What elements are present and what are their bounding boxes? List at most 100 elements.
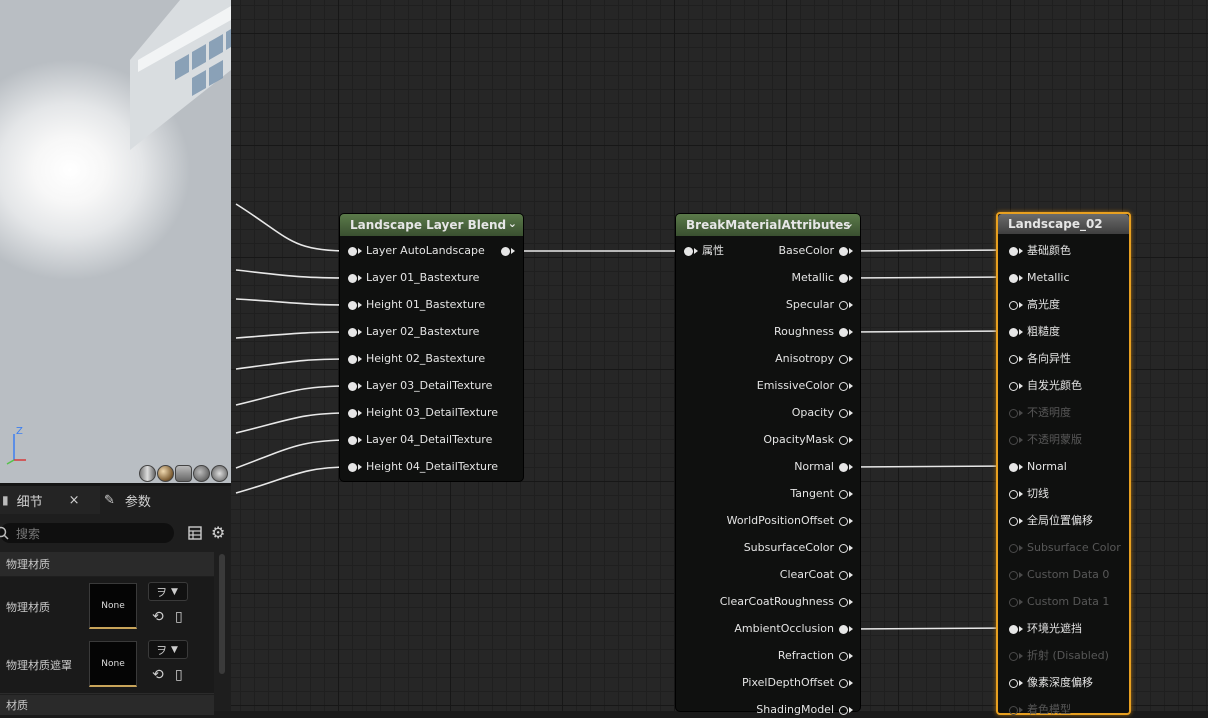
input-pin-icon[interactable] xyxy=(684,247,693,256)
output-pin-icon[interactable] xyxy=(501,247,510,256)
input-pin-icon[interactable] xyxy=(1009,409,1018,418)
section-material[interactable]: 材质 xyxy=(0,695,214,715)
output-pin-icon[interactable] xyxy=(839,247,848,256)
use-selected-icon[interactable]: ⟲ xyxy=(152,667,164,683)
output-pin-label: Metallic xyxy=(791,271,834,284)
preview-cylinder-icon[interactable] xyxy=(139,465,156,482)
input-pin-icon[interactable] xyxy=(348,409,357,418)
input-pin-label: 环境光遮挡 xyxy=(1027,622,1082,635)
chevron-down-icon[interactable]: ⌄ xyxy=(507,217,517,230)
output-pin-icon[interactable] xyxy=(839,571,848,580)
preview-sphere-icon[interactable] xyxy=(157,465,174,482)
output-pin-label: SubsurfaceColor xyxy=(743,541,834,554)
browse-asset-icon[interactable]: ▯ xyxy=(175,609,183,625)
input-pin-icon[interactable] xyxy=(348,463,357,472)
output-pin-icon[interactable] xyxy=(839,517,848,526)
input-pin-arrow-icon xyxy=(1019,248,1023,254)
node-header[interactable]: Landscape Layer Blend ⌄ xyxy=(340,214,523,236)
gear-icon[interactable]: ⚙ xyxy=(211,523,226,542)
output-pin-icon[interactable] xyxy=(839,409,848,418)
output-pin-icon[interactable] xyxy=(839,274,848,283)
input-pin-icon[interactable] xyxy=(1009,355,1018,364)
tab-details[interactable]: ▮ 细节 × xyxy=(0,486,100,514)
input-pin-icon[interactable] xyxy=(1009,517,1018,526)
input-pin-arrow-icon xyxy=(1019,653,1023,659)
details-tab-icon: ▮ xyxy=(2,493,9,507)
asset-picker-combo[interactable]: ヲ ▼ xyxy=(148,582,188,601)
output-pin-icon[interactable] xyxy=(839,625,848,634)
output-pin-icon[interactable] xyxy=(839,679,848,688)
input-pin-arrow-icon xyxy=(1019,302,1023,308)
browse-asset-icon[interactable]: ▯ xyxy=(175,667,183,683)
input-pin-label: Custom Data 0 xyxy=(1027,568,1110,581)
input-pin-icon[interactable] xyxy=(348,301,357,310)
combo-value: ヲ xyxy=(156,585,167,599)
output-pin-icon[interactable] xyxy=(839,652,848,661)
combo-value: ヲ xyxy=(156,643,167,657)
chevron-down-icon[interactable]: ⌄ xyxy=(844,217,854,230)
input-pin-label: Layer AutoLandscape xyxy=(366,244,485,257)
output-pin-label: Roughness xyxy=(773,325,834,338)
output-pin-icon[interactable] xyxy=(839,490,848,499)
output-pin-icon[interactable] xyxy=(839,544,848,553)
input-pin-icon[interactable] xyxy=(348,247,357,256)
input-pin-icon[interactable] xyxy=(1009,247,1018,256)
node-landscape-layer-blend[interactable]: Landscape Layer Blend ⌄ Layer AutoLandsc… xyxy=(340,214,523,481)
input-pin-icon[interactable] xyxy=(348,274,357,283)
input-pin-icon[interactable] xyxy=(348,436,357,445)
output-pin-label: OpacityMask xyxy=(763,433,834,446)
tab-params[interactable]: ✎ 参数 xyxy=(104,486,224,514)
input-pin-icon[interactable] xyxy=(348,355,357,364)
input-pin-icon[interactable] xyxy=(1009,463,1018,472)
output-pin-icon[interactable] xyxy=(839,463,848,472)
output-pin-label: Normal xyxy=(794,460,834,473)
input-pin-icon[interactable] xyxy=(1009,571,1018,580)
node-header[interactable]: Landscape_02 xyxy=(998,214,1129,234)
output-pin-icon[interactable] xyxy=(839,355,848,364)
search-input[interactable]: 搜索 xyxy=(0,523,174,543)
asset-picker-combo[interactable]: ヲ ▼ xyxy=(148,640,188,659)
preview-custom-mesh-icon[interactable] xyxy=(211,465,228,482)
asset-thumbnail[interactable]: None xyxy=(89,641,137,687)
input-pin-icon[interactable] xyxy=(1009,328,1018,337)
output-pin-icon[interactable] xyxy=(839,301,848,310)
output-pin-icon[interactable] xyxy=(839,328,848,337)
asset-thumbnail[interactable]: None xyxy=(89,583,137,629)
preview-plane-icon[interactable] xyxy=(175,465,192,482)
input-pin-label: 不透明度 xyxy=(1027,406,1071,419)
input-pin-arrow-icon xyxy=(358,248,362,254)
axis-gizmo: Z xyxy=(6,426,26,465)
input-pin-icon[interactable] xyxy=(1009,301,1018,310)
input-pin-icon[interactable] xyxy=(1009,679,1018,688)
input-pin-icon[interactable] xyxy=(1009,490,1018,499)
output-pin-icon[interactable] xyxy=(839,436,848,445)
input-pin-icon[interactable] xyxy=(1009,652,1018,661)
input-pin-icon[interactable] xyxy=(1009,436,1018,445)
input-pin-label: 全局位置偏移 xyxy=(1027,514,1093,527)
details-scrollbar[interactable] xyxy=(219,554,225,674)
input-pin-label: 折射 (Disabled) xyxy=(1027,649,1109,662)
input-pin-icon[interactable] xyxy=(1009,274,1018,283)
output-pin-icon[interactable] xyxy=(839,382,848,391)
output-pin-arrow-icon xyxy=(849,464,853,470)
material-preview-viewport[interactable]: Z xyxy=(0,0,231,483)
input-pin-icon[interactable] xyxy=(1009,625,1018,634)
input-pin-icon[interactable] xyxy=(1009,598,1018,607)
input-pin-label: Layer 02_Bastexture xyxy=(366,325,480,338)
input-pin-icon[interactable] xyxy=(1009,544,1018,553)
input-pin-icon[interactable] xyxy=(1009,382,1018,391)
table-view-icon[interactable] xyxy=(188,526,202,540)
section-physical-material[interactable]: 物理材质 xyxy=(0,552,214,576)
input-pin-icon[interactable] xyxy=(348,328,357,337)
input-pin-icon[interactable] xyxy=(348,382,357,391)
node-header[interactable]: BreakMaterialAttributes ⌄ xyxy=(676,214,860,236)
preview-cube-icon[interactable] xyxy=(193,465,210,482)
input-pin-label: 自发光颜色 xyxy=(1027,379,1082,392)
close-icon[interactable]: × xyxy=(68,492,80,508)
input-pin-label: 不透明蒙版 xyxy=(1027,433,1082,446)
use-selected-icon[interactable]: ⟲ xyxy=(152,609,164,625)
output-pin-icon[interactable] xyxy=(839,598,848,607)
output-pin-label: Refraction xyxy=(777,649,834,662)
